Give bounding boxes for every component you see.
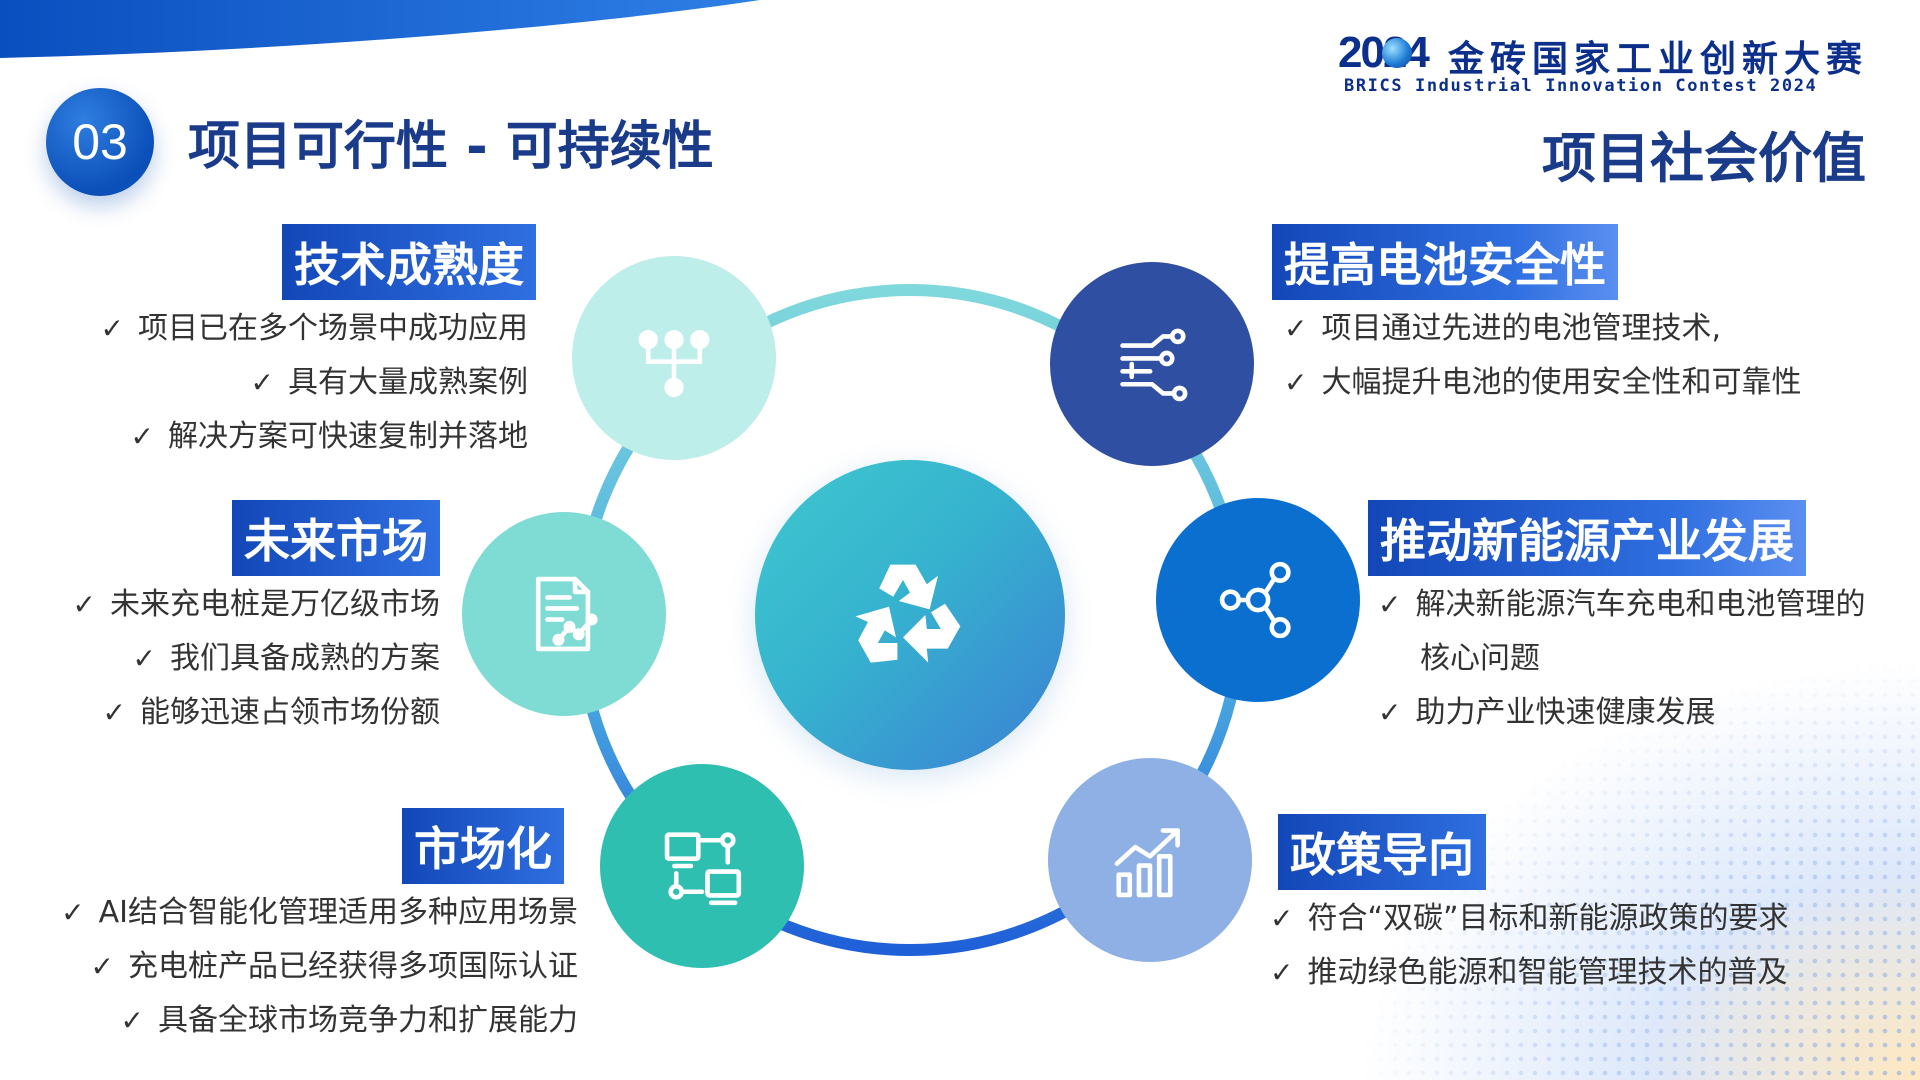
list-item: ✓解决新能源汽车充电和电池管理的 (1378, 578, 1865, 632)
hierarchy-icon (638, 329, 710, 398)
report-chart-icon (535, 576, 598, 652)
list-item: 核心问题 (1420, 641, 1540, 676)
node-marketization (600, 764, 804, 968)
contest-logo: 2024 金砖国家工业创新大赛 BRICS Industrial Innovat… (1338, 28, 1878, 98)
list-item: ✓项目通过先进的电池管理技术, (1284, 302, 1801, 356)
check-icon: ✓ (130, 420, 154, 453)
check-icon: ✓ (120, 1004, 144, 1037)
check-icon: ✓ (1270, 902, 1294, 935)
share-nodes-icon (1219, 561, 1291, 639)
globe-icon (1382, 38, 1412, 68)
tech-maturity-list: ✓项目已在多个场景中成功应用 ✓具有大量成熟案例 ✓解决方案可快速复制并落地 (101, 302, 528, 464)
node-future-market (462, 512, 666, 716)
new-energy-title: 推动新能源产业发展 (1368, 500, 1806, 576)
recycle-icon (855, 564, 961, 663)
check-icon: ✓ (72, 588, 96, 621)
list-item: ✓推动绿色能源和智能管理技术的普及 (1270, 946, 1789, 1000)
node-tech-maturity (572, 256, 776, 460)
check-icon: ✓ (1270, 956, 1294, 989)
check-icon: ✓ (132, 642, 156, 675)
check-icon: ✓ (61, 896, 85, 929)
future-market-list: ✓未来充电桩是万亿级市场 ✓我们具备成熟的方案 ✓能够迅速占领市场份额 (73, 578, 440, 740)
page-title: 项目可行性 - 可持续性 (188, 117, 714, 177)
list-item: ✓充电桩产品已经获得多项国际认证 (61, 940, 578, 994)
tech-maturity-title: 技术成熟度 (282, 224, 536, 300)
list-item: ✓项目已在多个场景中成功应用 (101, 302, 528, 356)
center-circle (755, 460, 1065, 770)
check-icon: ✓ (102, 696, 126, 729)
battery-safety-list: ✓项目通过先进的电池管理技术, ✓大幅提升电池的使用安全性和可靠性 (1284, 302, 1801, 410)
list-item: ✓能够迅速占领市场份额 (73, 686, 440, 740)
check-icon: ✓ (1284, 366, 1308, 399)
check-icon: ✓ (100, 312, 124, 345)
future-market-title: 未来市场 (232, 500, 440, 576)
node-new-energy (1156, 498, 1360, 702)
circuit-icon (1120, 328, 1188, 402)
new-energy-list: ✓解决新能源汽车充电和电池管理的 核心问题 ✓助力产业快速健康发展 (1378, 578, 1865, 740)
marketization-title: 市场化 (402, 808, 564, 884)
marketization-list: ✓AI结合智能化管理适用多种应用场景 ✓充电桩产品已经获得多项国际认证 ✓具备全… (61, 886, 578, 1048)
node-battery-safety (1050, 262, 1254, 466)
list-item: ✓大幅提升电池的使用安全性和可靠性 (1284, 356, 1801, 410)
check-icon: ✓ (1378, 588, 1402, 621)
page-subtitle: 项目社会价值 (1542, 127, 1866, 190)
node-policy (1048, 758, 1252, 962)
section-number: 03 (46, 88, 154, 196)
policy-list: ✓符合“双碳”目标和新能源政策的要求 ✓推动绿色能源和智能管理技术的普及 (1270, 892, 1789, 1000)
list-item: ✓未来充电桩是万亿级市场 (73, 578, 440, 632)
growth-chart-icon (1114, 828, 1180, 898)
list-item: ✓AI结合智能化管理适用多种应用场景 (61, 886, 578, 940)
list-item: ✓解决方案可快速复制并落地 (101, 410, 528, 464)
policy-title: 政策导向 (1278, 814, 1486, 890)
header-swoosh (0, 0, 760, 58)
check-icon: ✓ (90, 950, 114, 983)
list-item: ✓我们具备成熟的方案 (73, 632, 440, 686)
list-item: ✓具备全球市场竞争力和扩展能力 (61, 994, 578, 1048)
list-item: ✓符合“双碳”目标和新能源政策的要求 (1270, 892, 1789, 946)
battery-safety-title: 提高电池安全性 (1272, 224, 1618, 300)
check-icon: ✓ (1378, 696, 1402, 729)
logo-english-name: BRICS Industrial Innovation Contest 2024 (1344, 76, 1818, 96)
logo-chinese-name: 金砖国家工业创新大赛 (1448, 39, 1869, 80)
check-icon: ✓ (1284, 312, 1308, 345)
list-item: ✓具有大量成熟案例 (101, 356, 528, 410)
list-item: ✓助力产业快速健康发展 (1378, 686, 1865, 740)
check-icon: ✓ (250, 366, 274, 399)
network-computers-icon (664, 832, 742, 906)
